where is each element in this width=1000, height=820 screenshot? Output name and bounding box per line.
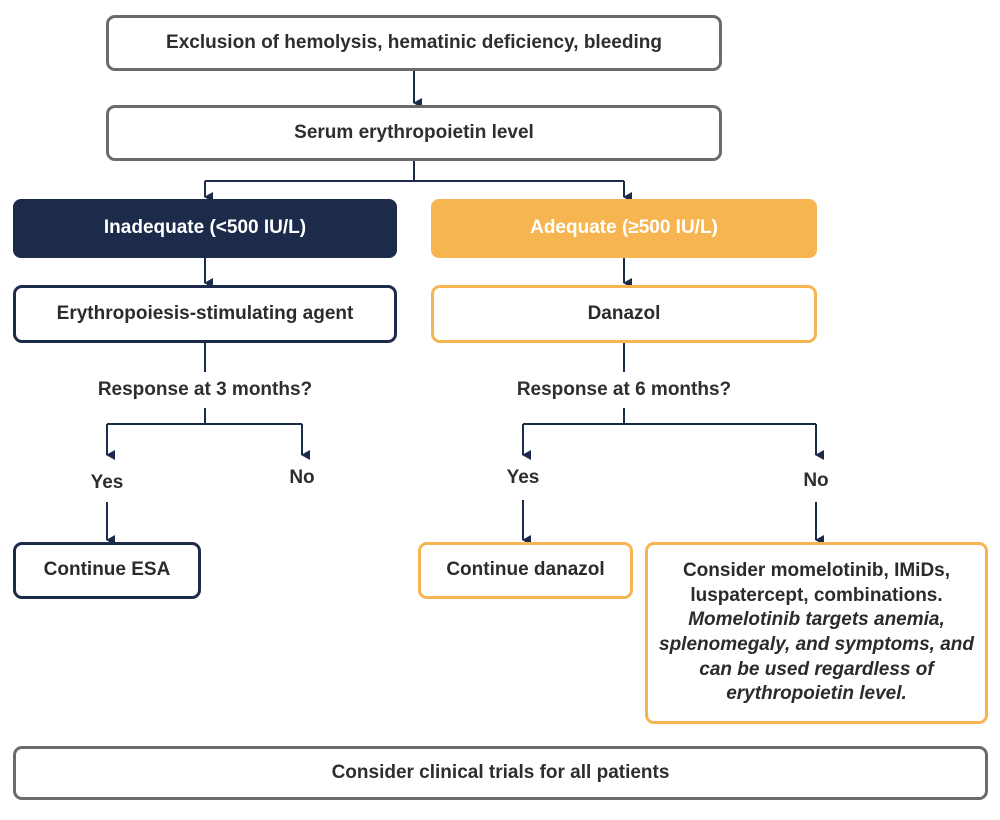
inadequate-epo-box: Inadequate (<500 IU/L) — [13, 199, 397, 258]
no-label-left: No — [289, 467, 315, 488]
continue-esa-box: Continue ESA — [13, 542, 201, 599]
exclusion-box: Exclusion of hemolysis, hematinic defici… — [106, 15, 722, 71]
consider-options-bold-text: Consider momelotinib, IMiDs, luspatercep… — [682, 559, 951, 606]
serum-epo-box: Serum erythropoietin level — [106, 105, 722, 161]
consider-options-box: Consider momelotinib, IMiDs, luspatercep… — [645, 542, 988, 724]
yes-label-left: Yes — [90, 472, 124, 493]
consider-options-italic-text: Momelotinib targets anemia, splenomegaly… — [659, 609, 974, 705]
response-6-months-label: Response at 6 months? — [516, 379, 732, 400]
yes-label-right: Yes — [506, 467, 540, 488]
continue-danazol-box: Continue danazol — [418, 542, 633, 599]
clinical-trials-box: Consider clinical trials for all patient… — [13, 746, 988, 800]
no-label-right: No — [803, 470, 829, 491]
danazol-box: Danazol — [431, 285, 817, 343]
response-3-months-label: Response at 3 months? — [97, 379, 313, 400]
adequate-epo-box: Adequate (≥500 IU/L) — [431, 199, 817, 258]
esa-box: Erythropoiesis-stimulating agent — [13, 285, 397, 343]
